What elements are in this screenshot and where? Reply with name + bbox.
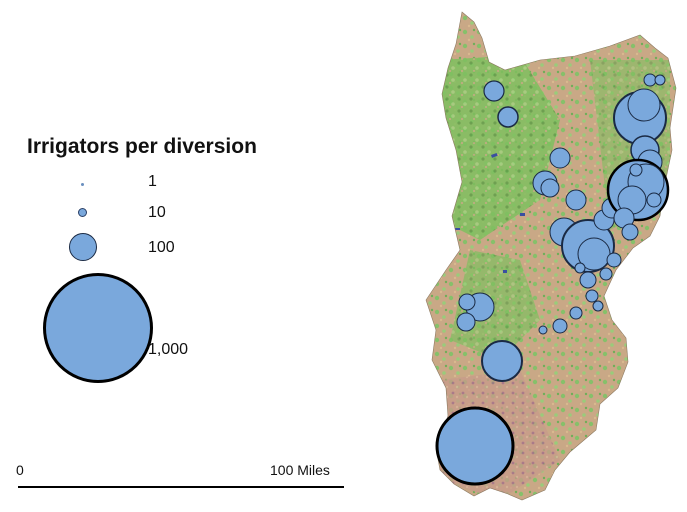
diversion-symbol (579, 271, 597, 289)
legend-symbol-1 (81, 183, 84, 186)
diversion-symbol (629, 163, 643, 177)
diversion-symbol (592, 300, 604, 312)
diversion-symbol (497, 106, 519, 128)
diversion-symbol (574, 262, 586, 274)
diversion-symbol (540, 178, 560, 198)
diversion-symbols (435, 73, 670, 486)
legend-symbol-1000 (43, 273, 153, 383)
diversion-symbol (585, 289, 599, 303)
diversion-symbol (565, 189, 587, 211)
scale-bar-line (18, 486, 344, 488)
diversion-symbol (538, 325, 548, 335)
scale-start-label: 0 (16, 462, 24, 478)
diversion-symbol (569, 306, 583, 320)
diversion-symbol (621, 223, 639, 241)
diversion-symbol (646, 192, 662, 208)
legend-symbol-10 (78, 208, 87, 217)
diversion-symbol (481, 340, 523, 382)
legend-label-1000: 1,000 (148, 341, 189, 358)
legend-symbol-100 (69, 233, 97, 261)
legend-title: Irrigators per diversion (27, 135, 257, 158)
diversion-symbol (483, 80, 505, 102)
diversion-symbol (654, 74, 666, 86)
legend-label-100: 100 (148, 239, 175, 256)
legend-label-10: 10 (148, 204, 166, 221)
diversion-symbol (458, 293, 476, 311)
diversion-symbol (627, 88, 661, 122)
diversion-symbol (606, 252, 622, 268)
diversion-symbol (552, 318, 568, 334)
scale-end-label: 100 Miles (270, 462, 330, 478)
diversion-symbol (643, 73, 657, 87)
diversion-symbol (456, 312, 476, 332)
diversion-symbol (549, 147, 571, 169)
legend-label-1: 1 (148, 173, 157, 190)
diversion-symbol (599, 267, 613, 281)
diversion-symbol (435, 406, 515, 486)
